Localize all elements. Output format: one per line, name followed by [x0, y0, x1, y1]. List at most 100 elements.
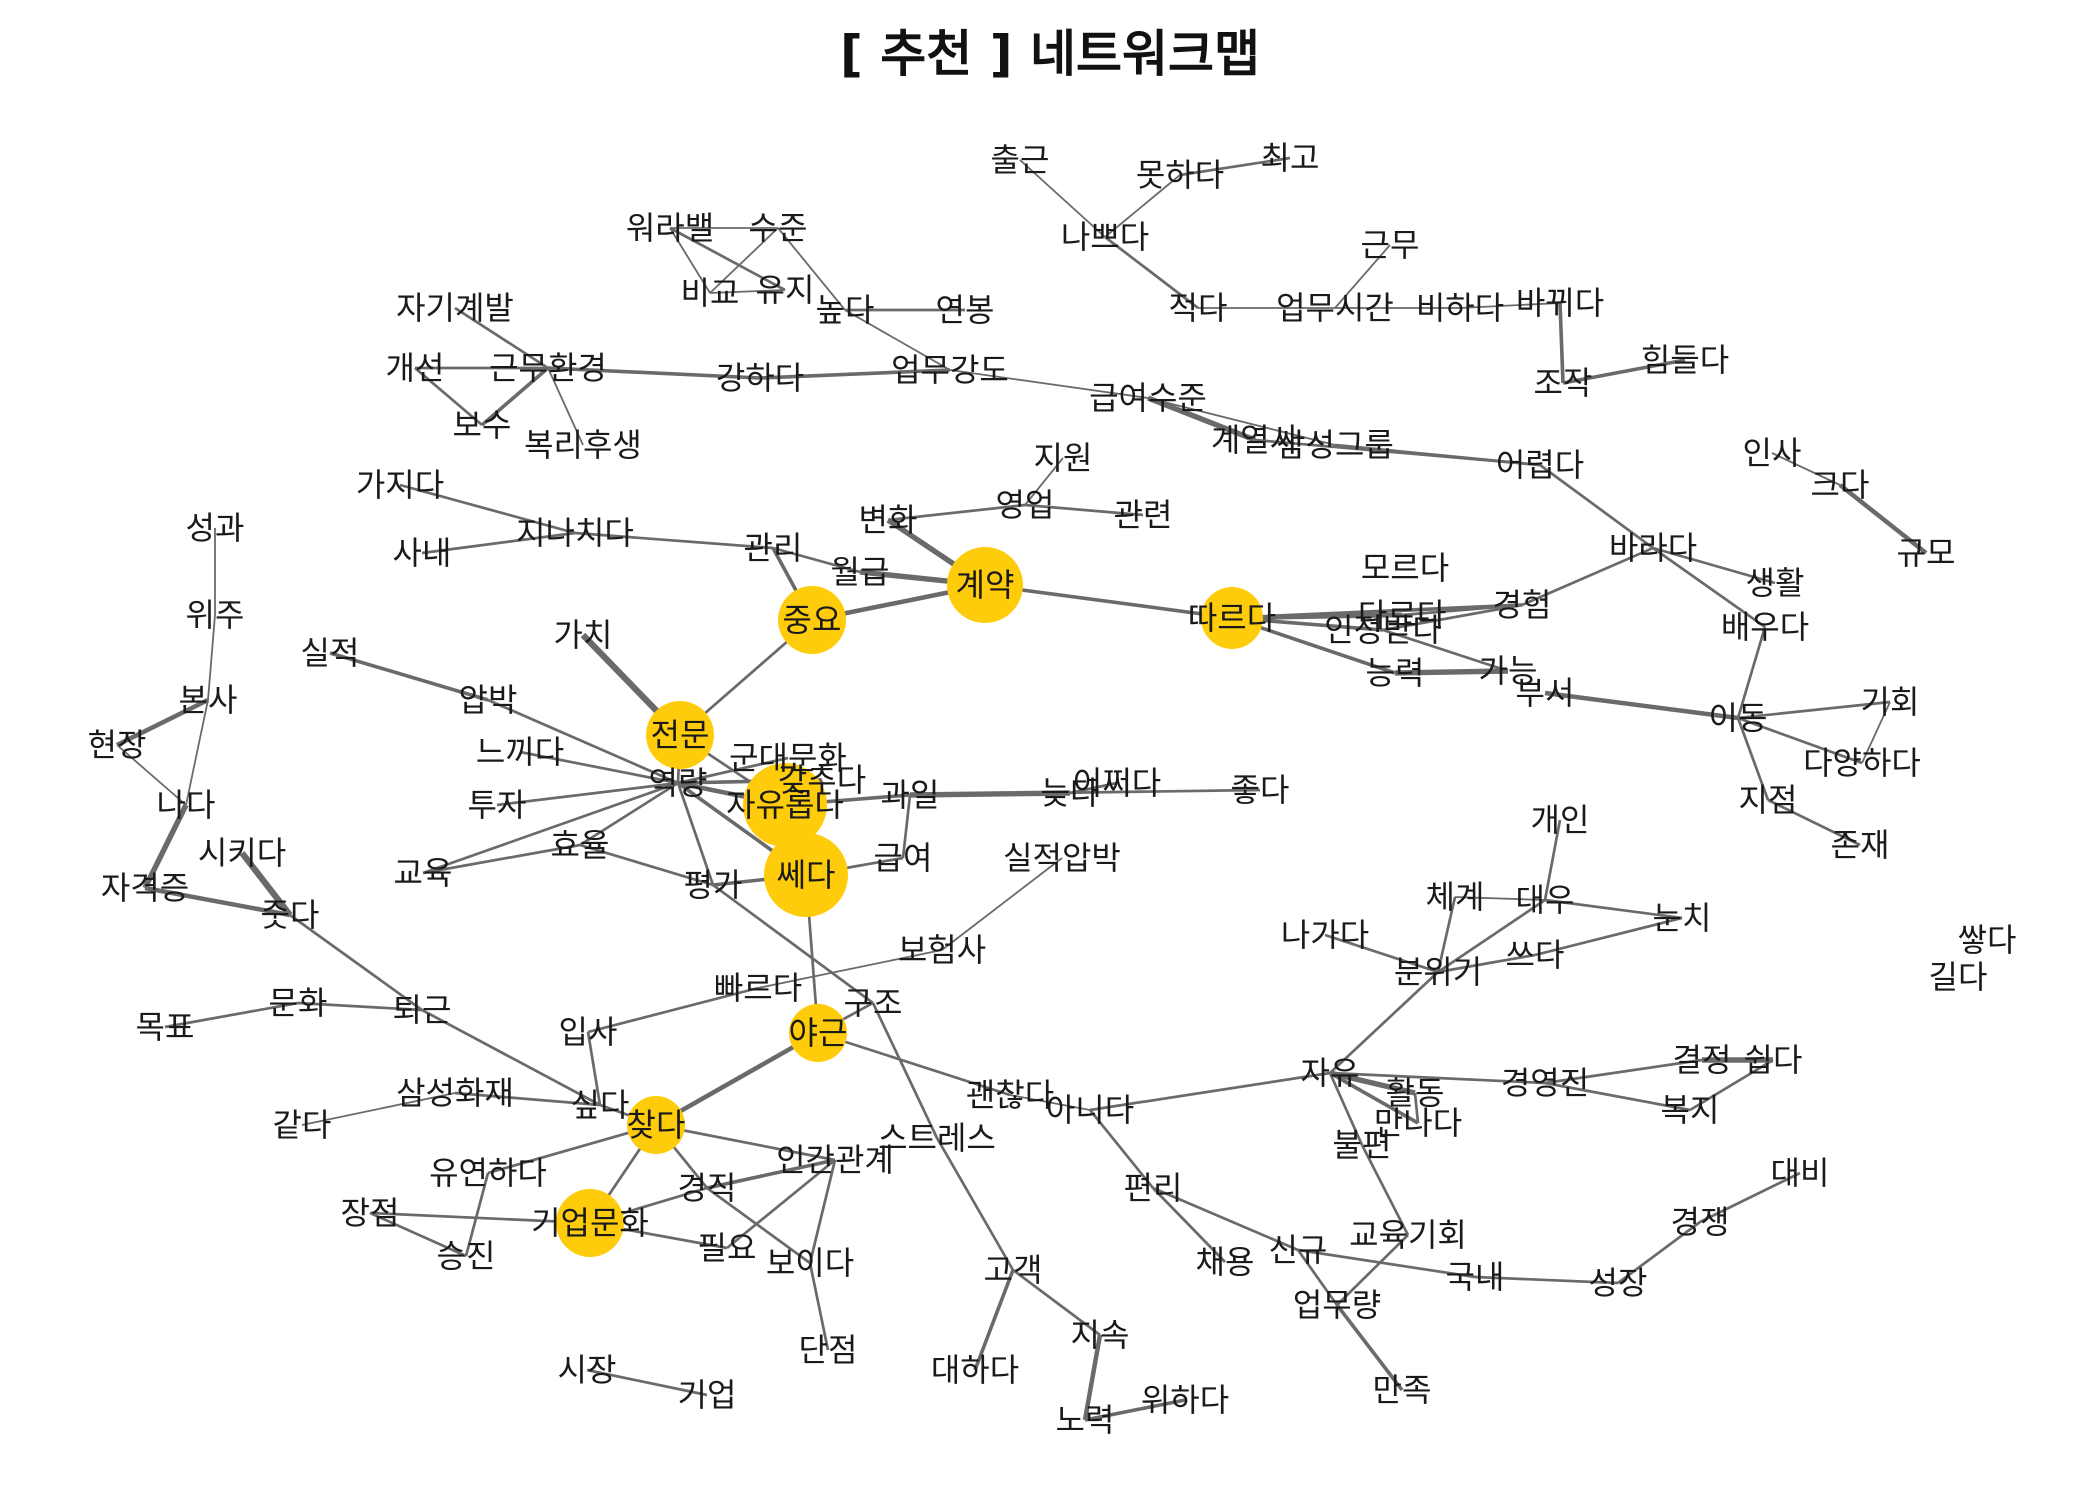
edge-보이다-단점 [808, 1262, 830, 1351]
node-label-업무시간: 업무시간 [1276, 289, 1394, 327]
node-label-필요: 필요 [698, 1229, 757, 1267]
edge-인간관계-필요 [726, 1158, 836, 1250]
highlight-bubble-중요 [778, 586, 846, 654]
edge-대우-눈치 [1544, 898, 1683, 920]
node-label-근무: 근무 [1361, 226, 1420, 264]
edge-본사-나다 [185, 699, 209, 806]
node-label-보험사: 보험사 [898, 931, 986, 969]
edge-구조-스트레스 [871, 1002, 939, 1139]
edge-아니다-편리 [1088, 1109, 1155, 1189]
edge-나쁘다-적다 [1104, 235, 1199, 310]
node-label-길다: 길다 [1929, 958, 1988, 996]
node-label-과일: 과일 [881, 776, 940, 814]
node-label-지속: 지속 [1071, 1316, 1130, 1354]
edge-퇴근-싶다 [421, 1008, 601, 1107]
node-label-교육기회: 교육기회 [1349, 1216, 1467, 1254]
node-label-노력: 노력 [1056, 1401, 1115, 1439]
edge-시장-기업 [586, 1368, 708, 1397]
edge-높다-업무강도 [844, 309, 951, 371]
node-label-만족: 만족 [1373, 1371, 1432, 1409]
node-label-만나다: 만나다 [1374, 1104, 1462, 1142]
edge-평가-구조 [712, 883, 874, 1005]
edge-야근-괜찮다 [817, 1031, 1011, 1097]
edge-비하다-바뀌다 [1459, 302, 1561, 309]
node-label-존재: 존재 [1831, 826, 1890, 864]
node-label-쓰다: 쓰다 [1506, 936, 1565, 974]
edge-업무시간-근무 [1334, 244, 1391, 309]
edge-지속-노력 [1082, 1334, 1103, 1421]
node-label-관련: 관련 [1114, 496, 1173, 534]
edge-유연하다-찾다 [487, 1123, 657, 1175]
edge-출근-나쁘다 [1019, 159, 1106, 238]
edge-빠르다-입사 [587, 986, 759, 1034]
node-label-기회: 기회 [1861, 683, 1920, 721]
edge-지나치다-사내 [421, 531, 576, 555]
edge-크다-규모 [1838, 483, 1928, 555]
node-label-구조: 구조 [844, 984, 903, 1022]
node-label-개선: 개선 [386, 349, 445, 387]
highlight-layer [556, 547, 1263, 1257]
node-label-괜찮다: 괜찮다 [966, 1076, 1054, 1114]
node-label-자기계발: 자기계발 [396, 289, 514, 327]
highlight-bubble-찾다 [627, 1096, 685, 1154]
node-label-복지: 복지 [1661, 1091, 1720, 1129]
edge-지나치다-가지다 [399, 483, 576, 535]
edge-다르다-경험 [1401, 603, 1523, 617]
edge-따르다-경험 [1231, 603, 1523, 620]
node-label-월급: 월급 [831, 553, 890, 591]
node-label-성장: 성장 [1589, 1264, 1648, 1302]
node-label-스트레스: 스트레스 [878, 1119, 996, 1157]
edge-분위기-대우 [1437, 898, 1546, 974]
node-label-어쩌다: 어쩌다 [1073, 764, 1161, 802]
node-label-나가다: 나가다 [1281, 916, 1369, 954]
node-label-급여수준: 급여수준 [1089, 379, 1207, 417]
chart-title: [ 추천 ] 네트워크맵 [840, 25, 1260, 83]
node-label-신규: 신규 [1269, 1231, 1328, 1269]
node-label-배우다: 배우다 [1721, 608, 1809, 646]
highlight-bubble-쎄다 [764, 833, 848, 917]
edge-워라밸-유지 [669, 226, 786, 292]
node-label-출근: 출근 [991, 141, 1050, 179]
edge-바라다-생활 [1652, 546, 1776, 585]
edge-스트레스-고객 [935, 1137, 1015, 1271]
node-label-인사: 인사 [1743, 434, 1802, 472]
edge-자유-불편 [1328, 1072, 1364, 1146]
edge-경직-보이다 [706, 1186, 811, 1265]
node-label-불편: 불편 [1333, 1126, 1392, 1164]
edge-줏다-퇴근 [289, 913, 423, 1012]
node-label-지원: 지원 [1034, 439, 1093, 477]
edge-관리-월급 [772, 546, 861, 574]
node-label-전문: 전문 [651, 716, 710, 754]
edge-시키다-줏다 [239, 851, 293, 917]
node-label-위주: 위주 [186, 596, 245, 634]
node-label-능력: 능력 [1366, 654, 1425, 692]
node-label-지점: 지점 [1739, 781, 1798, 819]
node-label-유지: 유지 [756, 271, 815, 309]
edge-자유-분위기 [1329, 971, 1439, 1074]
edge-분위기-나가다 [1324, 933, 1439, 974]
node-label-못하다: 못하다 [1136, 156, 1224, 194]
edge-경영진-복지 [1544, 1081, 1691, 1112]
node-label-실적: 실적 [301, 634, 360, 672]
edge-근무환경-보수 [480, 366, 550, 427]
node-label-기업: 기업 [678, 1376, 737, 1414]
edge-신규-업무량 [1296, 1249, 1339, 1306]
node-label-크다: 크다 [1811, 466, 1870, 504]
node-label-경쟁: 경쟁 [1671, 1203, 1730, 1241]
edge-개선-보수 [414, 366, 483, 427]
edge-역량-교육 [422, 781, 679, 875]
edge-인간관계-보이다 [808, 1159, 837, 1264]
node-label-가치: 가치 [554, 616, 613, 654]
node-label-업무량: 업무량 [1293, 1286, 1381, 1324]
node-label-효율: 효율 [551, 826, 610, 864]
edge-삼성그룹-어렵다 [1334, 443, 1541, 467]
node-label-최고: 최고 [1261, 139, 1320, 177]
edge-효율-평가 [579, 843, 714, 887]
node-label-쎄다: 쎄다 [777, 856, 836, 894]
edge-보험사-빠르다 [757, 949, 943, 989]
edge-조작-힘들다 [1562, 358, 1686, 385]
node-label-다르다: 다르다 [1358, 596, 1446, 634]
edge-layer [116, 156, 1928, 1422]
node-label-시키다: 시키다 [198, 834, 286, 872]
edge-문화-퇴근 [297, 1001, 423, 1012]
